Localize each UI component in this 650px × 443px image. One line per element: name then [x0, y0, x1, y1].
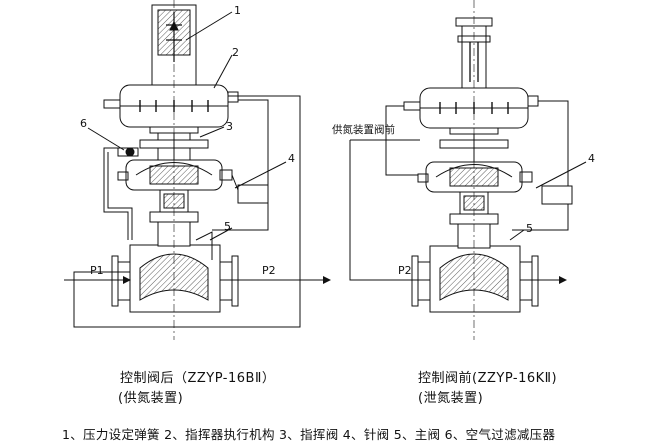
right-caption-line2: (泄氮装置) [418, 391, 484, 406]
right-supply-label: 供氮装置阀前 [332, 123, 395, 136]
right-caption-line1: 控制阀前(ZZYP-16KⅡ) [418, 371, 558, 386]
callout-3: 3 [226, 120, 233, 133]
right-p2-label: P2 [398, 264, 412, 277]
needle-valve [237, 184, 269, 204]
right-valve-assembly [349, 0, 587, 340]
left-p2-label: P2 [262, 264, 276, 277]
callout-5: 5 [224, 220, 231, 233]
callout-6: 6 [80, 117, 87, 130]
left-p1-label: P1 [90, 264, 104, 277]
callout-4: 4 [288, 152, 295, 165]
callout-2: 2 [232, 46, 239, 59]
left-valve-assembly [64, 0, 331, 340]
right-callout-5: 5 [526, 222, 533, 235]
component-legend: 1、压力设定弹簧 2、指挥器执行机构 3、指挥阀 4、针阀 5、主阀 6、空气过… [62, 427, 556, 442]
left-caption-line2: (供氮装置) [118, 391, 184, 406]
left-caption-line1: 控制阀后（ZZYP-16BⅡ） [120, 371, 276, 386]
right-callout-4: 4 [588, 152, 595, 165]
right-needle-valve [541, 185, 573, 205]
air-filter-regulator [125, 147, 135, 157]
callout-1: 1 [234, 4, 241, 17]
